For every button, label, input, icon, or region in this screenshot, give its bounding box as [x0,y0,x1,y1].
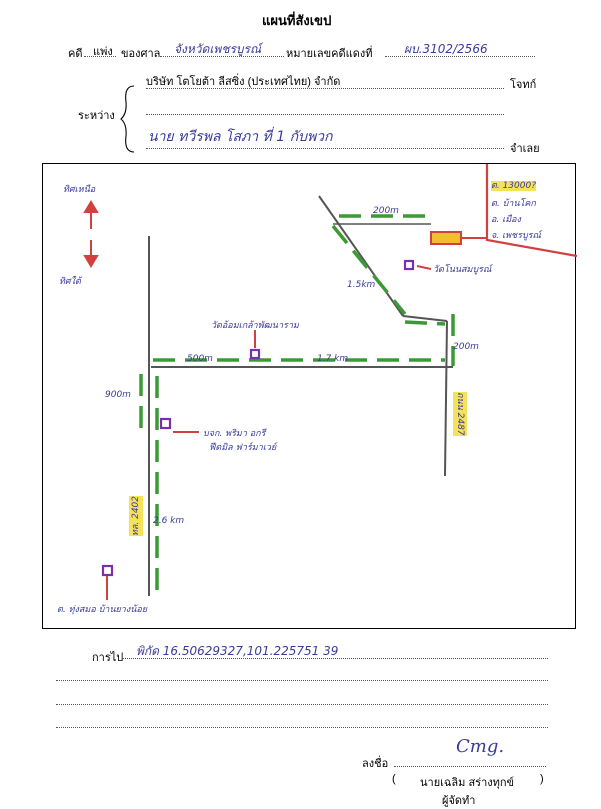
north-label: ทิศเหนือ [63,185,96,195]
distance-200m-top: 200m [373,206,399,216]
route-text: พิกัด 16.50629327,101.225751 39 [136,644,339,658]
red-no-label: หมายเลขคดีแดงที่ [286,48,373,60]
red-case-number: ผบ.3102/2566 [404,42,488,56]
route-label: การไป [92,652,124,664]
temple-center-label: วัดอ้อมเกล้าพัฒนาราม [211,321,299,331]
marker-icons [101,259,432,600]
road-left-label: ทล. 2402 [129,496,143,537]
distance-200m-right: 200m [453,342,479,352]
court-name: จังหวัดเพชรบูรณ์ [174,42,262,56]
court-label: ของศาล [121,48,161,60]
sign-label: ลงชื่อ [362,758,389,770]
temple-right-label: วัดโนนสมบูรณ์ [433,265,492,275]
place-line-1: ต. 13000? [491,181,536,191]
distance-500m: 500m [187,354,213,364]
case-type: แพ่ง [93,46,113,58]
marker-box [430,231,462,245]
sketch-map: ทิศเหนือ ทิศใต้ ต. 13000? ต. บ้านโคก อ. … [42,163,577,629]
compass-arrows [83,200,99,268]
defendant-name: นาย ทวีรพล โสภา ที่ 1 กับพวก [148,129,333,145]
plaintiff-label: โจทก์ [510,79,537,91]
bottom-place-label: ต. ทุ่งสมอ บ้านยางน้อย [57,605,148,615]
open-paren: ( [392,773,396,785]
road-diagonal-join [402,315,448,322]
place-box-outline [485,164,577,258]
role-label: ผู้จัดทำ [442,795,476,807]
road-right-label: ถนน 2487 [453,392,467,436]
company-label-2: ฟีดมิล ฟาร์มาเวย์ [209,443,277,453]
between-label: ระหว่าง [78,110,115,122]
plaintiff-name: บริษัท โตโยต้า ลีสซิ่ง (ประเทศไทย) จำกัด [146,76,341,88]
distance-1-5km: 1.5km [347,280,376,290]
place-line-3: อ. เมือง [491,215,521,225]
distance-900m: 900m [105,390,131,400]
brace-icon [120,85,135,153]
map-drawing [83,164,577,600]
company-label: บจก. พริมา อกรี [203,429,266,439]
south-label: ทิศใต้ [59,277,81,287]
place-line-2: ต. บ้านโคก [491,199,536,209]
page-title: แผนที่สังเขป [262,13,332,28]
close-paren: ) [540,773,544,785]
distance-2-6km: 2.6 km [153,516,185,526]
signer-name: นายเฉลิม สร่างทุกข์ [420,777,515,789]
case-label: คดี [68,48,83,60]
defendant-label: จำเลย [510,143,540,155]
place-line-4: จ. เพชรบูรณ์ [491,231,541,241]
distance-1-7km: 1.7 km [317,354,349,364]
road-right-vertical [444,320,448,477]
road-diagonal [318,195,404,317]
route-path [139,214,455,590]
signature: Cmg. [456,736,505,757]
